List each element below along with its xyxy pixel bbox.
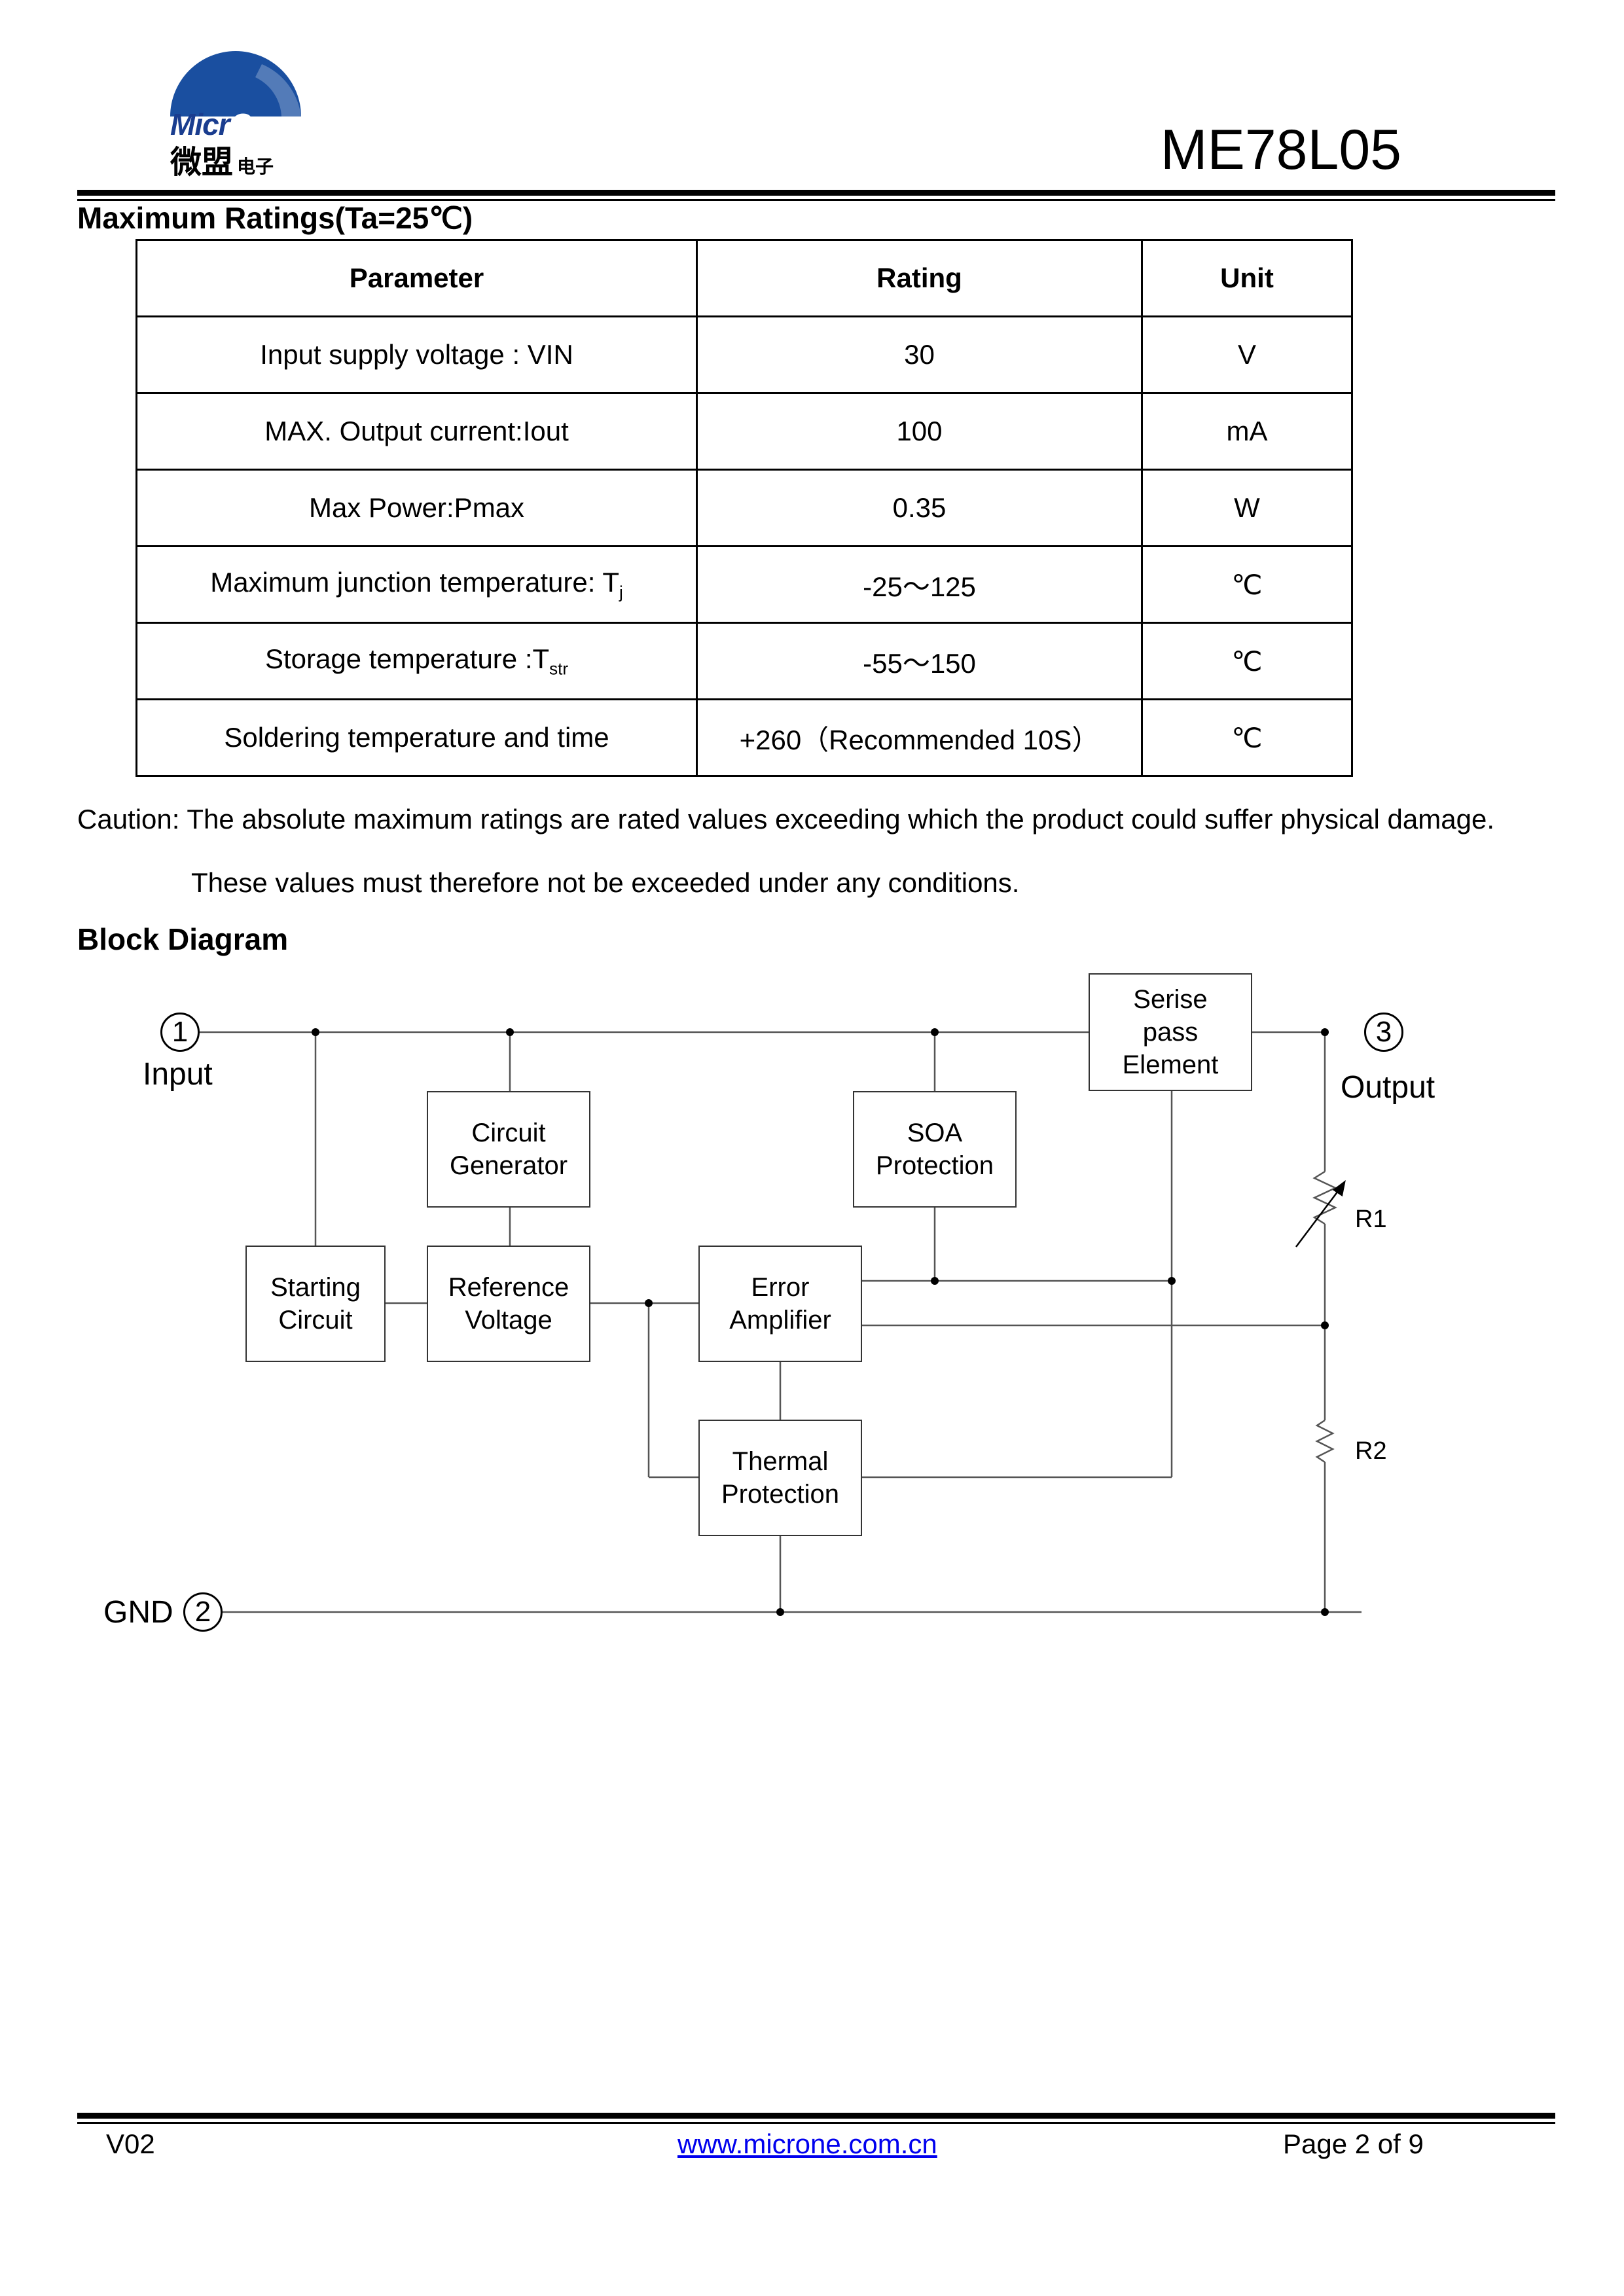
- table-row: MAX. Output current:Iout 100 mA: [135, 392, 1353, 471]
- unit-cell: W: [1141, 469, 1353, 547]
- r2-label: R2: [1355, 1437, 1387, 1465]
- unit-cell: ℃: [1141, 622, 1353, 700]
- rating-cell: 0.35: [696, 469, 1143, 547]
- unit-cell: mA: [1141, 392, 1353, 471]
- column-header: Parameter: [135, 239, 698, 317]
- parameter-subscript: j: [619, 582, 623, 602]
- pin-2-gnd: 2: [183, 1592, 223, 1632]
- column-header: Rating: [696, 239, 1143, 317]
- table-row: Input supply voltage : VIN 30 V: [135, 315, 1353, 394]
- website-link[interactable]: www.microne.com.cn: [677, 2128, 937, 2159]
- parameter-text: Max Power:Pmax: [308, 492, 525, 523]
- parameter-text: Input supply voltage : VIN: [260, 339, 573, 370]
- parameter-text: Soldering temperature and time: [224, 722, 609, 753]
- error-amplifier-block: Error Amplifier: [698, 1246, 862, 1362]
- block-label: Thermal Protection: [721, 1447, 840, 1509]
- parameter-cell: Maximum junction temperature: Tj: [135, 545, 698, 624]
- parameter-cell: Max Power:Pmax: [135, 469, 698, 547]
- block-label: Reference Voltage: [448, 1273, 569, 1335]
- table-header-row: Parameter Rating Unit: [135, 239, 1353, 317]
- rating-cell: -55～150: [696, 622, 1143, 700]
- parameter-cell: Input supply voltage : VIN: [135, 315, 698, 394]
- header-rule-thin: [77, 199, 1555, 201]
- logo-chinese-main: 微盟: [170, 145, 234, 180]
- block-label: SOA Protection: [875, 1119, 994, 1180]
- parameter-cell: MAX. Output current:Iout: [135, 392, 698, 471]
- footer-rule-thin: [77, 2122, 1555, 2124]
- serise-pass-element-block: Serise pass Element: [1089, 973, 1252, 1091]
- block-label: Starting Circuit: [270, 1273, 361, 1335]
- parameter-text: Storage temperature :T: [264, 643, 550, 674]
- page-number: Page 2 of 9: [1283, 2128, 1424, 2159]
- table-row: Maximum junction temperature: Tj -25～125…: [135, 545, 1353, 624]
- circuit-generator-block: Circuit Generator: [427, 1091, 590, 1208]
- block-diagram-title: Block Diagram: [77, 922, 289, 956]
- unit-cell: V: [1141, 315, 1353, 394]
- block-label: Circuit Generator: [449, 1119, 568, 1180]
- ratings-section-title: Maximum Ratings(Ta=25℃): [77, 201, 473, 235]
- rating-cell: -25～125: [696, 545, 1143, 624]
- table-row: Max Power:Pmax 0.35 W: [135, 469, 1353, 547]
- logo-wordmark-text: MicrOne: [170, 107, 287, 141]
- column-header: Unit: [1141, 239, 1353, 317]
- table-row: Soldering temperature and time +260（Reco…: [135, 698, 1353, 777]
- parameter-text: MAX. Output current:Iout: [264, 416, 569, 446]
- gnd-label: GND: [103, 1595, 173, 1630]
- table-row: Storage temperature :Tstr -55～150 ℃: [135, 622, 1353, 700]
- unit-cell: ℃: [1141, 545, 1353, 624]
- logo-emblem-icon: [170, 51, 301, 117]
- pin-3-output: 3: [1364, 1013, 1403, 1052]
- document-title: ME78L05: [1160, 118, 1401, 181]
- rating-cell: 100: [696, 392, 1143, 471]
- caution-text-continued: These values must therefore not be excee…: [191, 867, 1020, 898]
- website-link-wrapper: www.microne.com.cn: [677, 2128, 937, 2160]
- parameter-subscript: str: [549, 658, 569, 679]
- pin-1-input: 1: [160, 1013, 200, 1052]
- output-label: Output: [1341, 1070, 1435, 1105]
- parameter-cell: Soldering temperature and time: [135, 698, 698, 777]
- parameter-cell: Storage temperature :Tstr: [135, 622, 698, 700]
- footer-rule-thick: [77, 2113, 1555, 2119]
- company-logo: MicrOne 微盟电子: [164, 45, 308, 180]
- block-label: Serise pass Element: [1122, 985, 1219, 1079]
- caution-text: Caution: The absolute maximum ratings ar…: [77, 804, 1494, 834]
- version-label: V02: [106, 2128, 155, 2159]
- logo-wordmark: MicrOne: [170, 107, 287, 142]
- reference-voltage-block: Reference Voltage: [427, 1246, 590, 1362]
- header-rule-thick: [77, 190, 1555, 196]
- starting-circuit-block: Starting Circuit: [245, 1246, 386, 1362]
- rating-cell: 30: [696, 315, 1143, 394]
- thermal-protection-block: Thermal Protection: [698, 1420, 862, 1536]
- logo-chinese-name: 微盟电子: [170, 136, 274, 182]
- unit-cell: ℃: [1141, 698, 1353, 777]
- soa-protection-block: SOA Protection: [853, 1091, 1017, 1208]
- logo-chinese-small: 电子: [237, 156, 274, 177]
- r1-label: R1: [1355, 1206, 1387, 1233]
- parameter-text: Maximum junction temperature: T: [210, 566, 619, 598]
- input-label: Input: [143, 1057, 213, 1092]
- rating-cell: +260（Recommended 10S）: [696, 698, 1143, 777]
- block-label: Error Amplifier: [729, 1273, 831, 1335]
- ratings-table: Parameter Rating Unit Input supply volta…: [135, 239, 1353, 777]
